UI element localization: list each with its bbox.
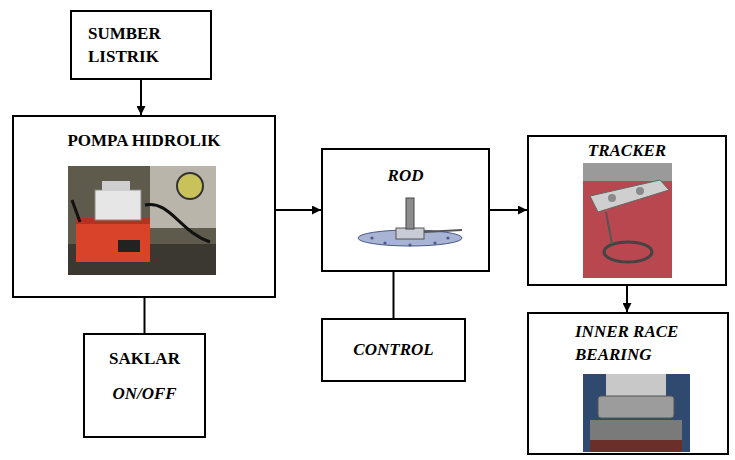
connector: [276, 209, 321, 211]
process-box: TRACKER: [527, 135, 727, 286]
box-label: SUMBER LISTRIK: [88, 22, 193, 68]
housing: [590, 420, 682, 452]
floor: [583, 163, 672, 181]
box-label: POMPA HIDROLIK: [67, 129, 220, 152]
bearing-photo: [583, 374, 690, 452]
box-label: ON/OFF: [112, 382, 176, 405]
pin: [606, 212, 612, 244]
hole: [383, 241, 386, 244]
wall: [150, 166, 216, 228]
box-label: CONTROL: [353, 338, 433, 361]
pump-tank: [76, 222, 150, 262]
connector: [490, 209, 527, 211]
connector: [140, 80, 142, 115]
process-box: INNER RACE BEARING: [527, 312, 729, 455]
motor-cap: [102, 181, 130, 191]
hole: [446, 236, 449, 239]
box-label: TRACKER: [588, 139, 666, 162]
photo-ground: [583, 374, 690, 452]
hole: [636, 187, 644, 195]
hole: [370, 236, 373, 239]
process-box: SAKLAR ON/OFF: [83, 333, 206, 438]
box-label: SAKLAR: [109, 347, 180, 370]
rod-illustration: [358, 198, 462, 247]
process-box: SUMBER LISTRIK: [70, 10, 212, 80]
inner-race: [598, 396, 674, 418]
ring: [604, 242, 652, 262]
hole: [608, 194, 616, 202]
pump-label: [118, 240, 140, 252]
hub: [396, 228, 424, 239]
box-label: INNER RACE BEARING: [575, 320, 721, 366]
process-box: POMPA HIDROLIK: [12, 115, 276, 298]
tracker-plate: [590, 180, 669, 212]
rod-arm: [424, 230, 462, 232]
process-box: CONTROL: [321, 318, 466, 382]
rod-shaft: [406, 198, 414, 229]
process-box: ROD: [321, 148, 490, 272]
hose: [145, 204, 210, 242]
hole: [433, 241, 436, 244]
connector: [393, 272, 395, 318]
box-label: ROD: [388, 164, 424, 187]
photo-ground: [583, 163, 672, 278]
pump-photo: [68, 166, 216, 275]
hole: [408, 243, 411, 246]
tracker-photo: [583, 163, 672, 278]
connector: [144, 298, 146, 333]
wheel: [177, 173, 203, 199]
pump-motor: [95, 190, 141, 220]
connector: [626, 286, 628, 312]
base: [590, 440, 682, 452]
photo-ground: [68, 166, 216, 275]
shaft: [606, 374, 666, 396]
handle: [72, 200, 80, 222]
